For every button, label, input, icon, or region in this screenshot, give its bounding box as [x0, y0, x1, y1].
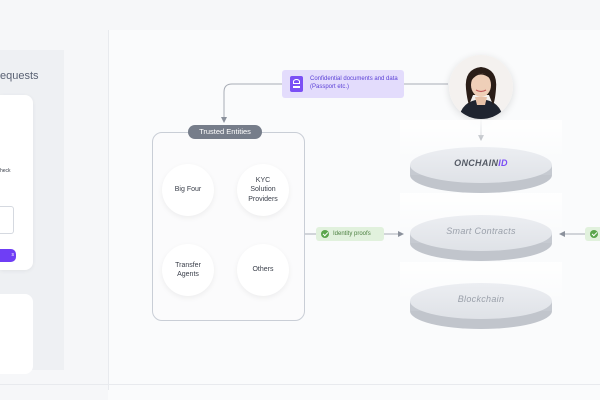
left-panel-title: equests — [0, 70, 39, 82]
disk-top — [410, 215, 552, 251]
entity-others: Others — [237, 244, 289, 296]
documents-label: Confidential documents and data (Passpor… — [310, 76, 398, 91]
entity-kyc-providers: KYC Solution Providers — [237, 164, 289, 216]
identity-proofs-badge: Identity proofs — [316, 227, 384, 241]
blockchain-label: Blockchain — [457, 294, 505, 304]
request-input[interactable] — [0, 206, 14, 234]
layer-onchainid: ONCHAINID — [410, 147, 552, 195]
disk-top — [410, 283, 552, 319]
entity-label: Big Four — [174, 186, 202, 194]
identity-proofs-label: Identity proofs — [333, 231, 371, 237]
documents-connector — [221, 83, 448, 123]
passport-icon — [290, 76, 303, 92]
entity-big-four: Big Four — [162, 164, 214, 216]
bottom-divider — [0, 384, 600, 385]
entity-label: KYC Solution Providers — [248, 177, 278, 203]
check-label: heck — [0, 168, 11, 174]
identity-proofs-badge-right — [585, 227, 600, 241]
person-icon — [449, 55, 513, 119]
check-icon — [590, 230, 598, 238]
layer-smart-contracts: Smart Contracts — [410, 215, 552, 263]
check-icon — [321, 230, 329, 238]
panel-divider — [108, 30, 109, 390]
smart-contracts-label: Smart Contracts — [446, 226, 516, 236]
request-card — [0, 95, 33, 270]
onchainid-label: ONCHAINID — [410, 158, 552, 168]
user-avatar — [449, 55, 513, 119]
documents-badge: Confidential documents and data (Passpor… — [282, 70, 404, 98]
entity-label: Transfer Agents — [175, 261, 201, 278]
trusted-entities-label: Trusted Entities — [188, 125, 262, 139]
layer-blockchain: Blockchain — [410, 283, 552, 331]
onchainid-text: ONCHAIN — [454, 158, 499, 168]
request-card-secondary — [0, 294, 33, 374]
submit-button[interactable]: s — [0, 249, 16, 262]
onchainid-accent: ID — [498, 158, 508, 168]
disk-top — [410, 147, 552, 183]
entity-transfer-agents: Transfer Agents — [162, 244, 214, 296]
entity-label: Others — [252, 266, 274, 274]
